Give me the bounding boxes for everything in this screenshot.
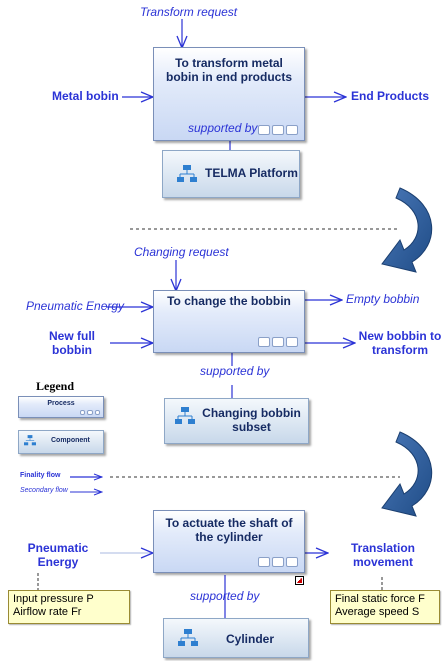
process-title: To transform metal bobin in end products [166, 56, 292, 85]
process-title: To actuate the shaft of the cylinder [165, 516, 293, 545]
component-box-cylinder[interactable]: Cylinder [163, 618, 309, 658]
process-title: To change the bobbin [167, 294, 291, 308]
expand-icon[interactable] [258, 557, 298, 567]
new-bobbin-to-transform-label: New bobbin to transform [358, 329, 442, 357]
process-box-actuate-shaft[interactable]: To actuate the shaft of the cylinder [153, 510, 305, 573]
output-param-force: Final static force F [335, 593, 425, 605]
hierarchy-icon [177, 165, 197, 182]
curved-arrow-icon [381, 431, 433, 517]
pneumatic-energy-label: Pneumatic Energy [26, 299, 125, 313]
supported-by-label: supported by [190, 589, 260, 603]
supported-by-label: supported by [188, 121, 258, 135]
new-full-bobbin-label: New full bobbin [48, 329, 95, 357]
legend-process-sample: Process [18, 396, 104, 418]
input-param-airflow: Airflow rate Fr [13, 606, 82, 619]
pneumatic-energy-label: Pneumatic Energy [27, 541, 89, 569]
legend-component-sample: Component [18, 430, 104, 454]
curved-arrow-icon [381, 187, 433, 273]
resize-icon[interactable] [295, 576, 304, 585]
input-param-pressure: Input pressure P [13, 593, 94, 605]
metal-bobin-label: Metal bobin [52, 89, 119, 103]
component-title: Cylinder [226, 632, 275, 646]
component-box-telma[interactable]: TELMA Platform [162, 150, 300, 198]
component-title: TELMA Platform [205, 166, 298, 180]
changing-request-label: Changing request [134, 245, 229, 259]
diagram2-flows [106, 260, 355, 398]
input-parameters-note: Input pressure P Airflow rate Fr [8, 590, 130, 624]
legend-process-label: Process [47, 400, 75, 407]
hierarchy-icon [178, 629, 198, 646]
translation-movement-label: Translation movement [350, 541, 415, 569]
hierarchy-icon [24, 435, 36, 446]
diagram1-flows [122, 19, 346, 150]
component-title: Changing bobbin subset [202, 406, 301, 435]
hierarchy-icon [175, 407, 195, 424]
diagram3-flows [37, 553, 383, 618]
empty-bobbin-label: Empty bobbin [346, 292, 420, 306]
process-box-change-bobbin[interactable]: To change the bobbin [153, 290, 305, 353]
legend-secondary-flow-label: Secondary flow [20, 487, 68, 494]
transform-request-label: Transform request [140, 5, 238, 19]
process-box-transform[interactable]: To transform metal bobin in end products [153, 47, 305, 141]
legend-flows [70, 477, 400, 492]
legend-component-label: Component [51, 437, 90, 444]
expand-icon[interactable] [258, 125, 298, 135]
supported-by-label: supported by [200, 364, 270, 378]
expand-icon[interactable] [258, 337, 298, 347]
output-parameters-note: Final static force F Average speed S [330, 590, 440, 624]
legend-title: Legend [36, 379, 75, 393]
legend-finality-flow-label: Finality flow [20, 472, 61, 479]
expand-icon [80, 410, 100, 415]
component-box-changing-bobbin[interactable]: Changing bobbin subset [164, 398, 309, 444]
end-products-label: End Products [351, 89, 430, 103]
output-param-speed: Average speed S [335, 606, 420, 619]
